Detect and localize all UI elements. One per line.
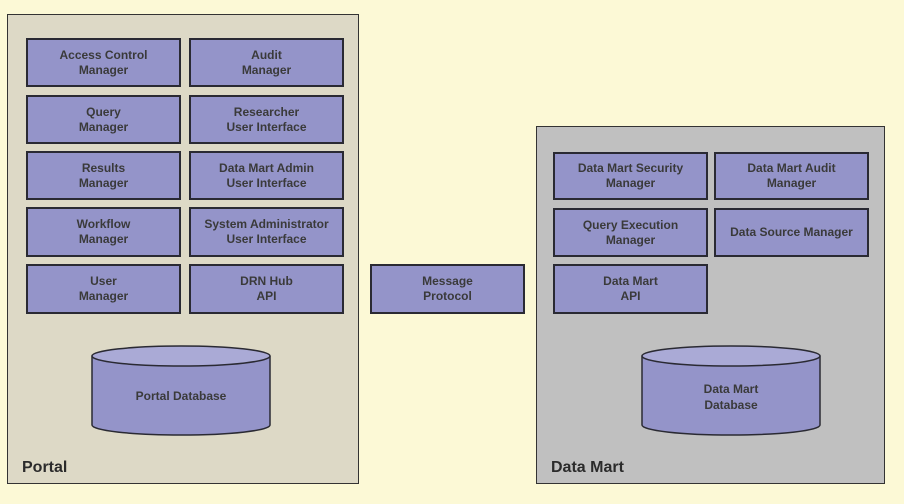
researcher-user-interface[interactable]: Researcher User Interface (189, 95, 344, 144)
component-label: Researcher User Interface (226, 104, 307, 134)
data-mart-audit-manager[interactable]: Data Mart Audit Manager (714, 152, 869, 200)
cylinder-top (91, 345, 271, 367)
results-manager[interactable]: Results Manager (26, 151, 181, 200)
component-label: Audit Manager (241, 47, 292, 77)
audit-manager[interactable]: Audit Manager (189, 38, 344, 87)
component-label: Message Protocol (422, 274, 473, 303)
workflow-manager[interactable]: Workflow Manager (26, 207, 181, 257)
component-label: Data Mart Audit Manager (747, 161, 836, 190)
user-manager[interactable]: User Manager (26, 264, 181, 314)
component-label: Workflow Manager (76, 217, 131, 246)
datamart-database-label: Data Mart Database (703, 382, 759, 412)
data-mart-admin-user-interface[interactable]: Data Mart Admin User Interface (189, 151, 344, 200)
datamart-database-cylinder[interactable] (641, 345, 821, 437)
component-label: Query Execution Manager (582, 217, 679, 247)
component-label: Data Mart Admin User Interface (219, 160, 314, 190)
cylinder-top (641, 345, 821, 367)
system-administrator-user-interface[interactable]: System Administrator User Interface (189, 207, 344, 257)
cylinder-body (641, 356, 821, 436)
data-source-manager[interactable]: Data Source Manager (714, 208, 869, 257)
portal-database-label: Portal Database (135, 389, 227, 403)
drn-hub-api[interactable]: DRN Hub API (189, 264, 344, 314)
cylinder-body (91, 356, 271, 436)
query-execution-manager[interactable]: Query Execution Manager (553, 208, 708, 257)
component-label: Results Manager (78, 160, 129, 190)
portal-group-label: Portal (22, 459, 68, 476)
component-label: Data Mart Security Manager (577, 161, 684, 190)
component-label: Access Control Manager (59, 47, 148, 77)
datamart-group-label: Data Mart (551, 459, 624, 476)
data-mart-api[interactable]: Data Mart API (553, 264, 708, 314)
message-protocol[interactable]: Message Protocol (370, 264, 525, 314)
access-control-manager[interactable]: Access Control Manager (26, 38, 181, 87)
component-label: Data Source Manager (730, 225, 853, 239)
query-manager[interactable]: Query Manager (26, 95, 181, 144)
data-mart-security-manager[interactable]: Data Mart Security Manager (553, 152, 708, 200)
component-label: Data Mart API (603, 274, 658, 303)
component-label: Query Manager (78, 104, 129, 134)
component-label: DRN Hub API (240, 274, 293, 303)
component-label: System Administrator User Interface (204, 217, 329, 246)
portal-database-cylinder[interactable] (91, 345, 271, 437)
component-label: User Manager (78, 274, 129, 303)
